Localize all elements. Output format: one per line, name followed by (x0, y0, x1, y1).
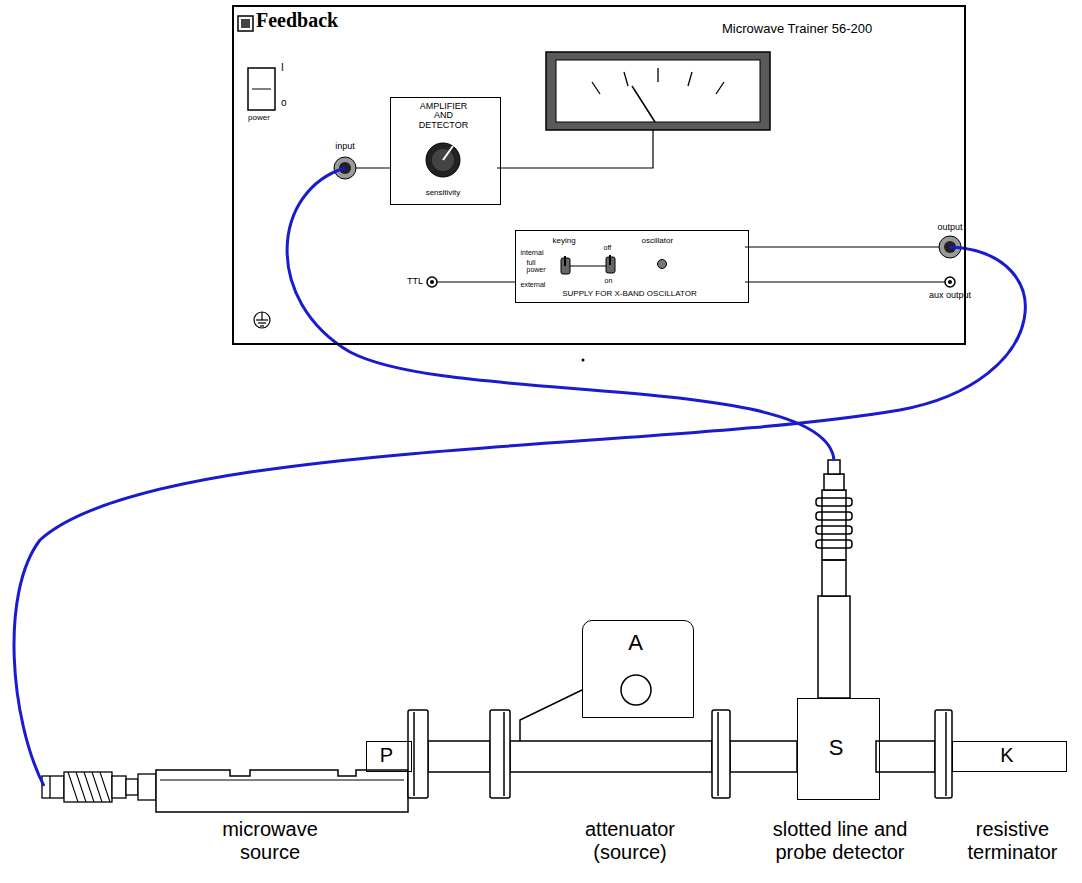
socket-label: input (320, 141, 370, 151)
component-letter: K (952, 744, 1063, 767)
switch-label: internal (521, 249, 544, 257)
ground-symbol (254, 312, 270, 328)
component-letter: P (366, 744, 408, 767)
part-name: microwave source (200, 818, 340, 864)
sensitivity-knob (426, 143, 460, 177)
knob-label: sensitivity (390, 188, 497, 197)
component-letter: A (582, 630, 690, 655)
socket-label: aux output (915, 290, 985, 300)
keying-toggle (561, 256, 570, 274)
brand-logo: Feedback (256, 9, 338, 32)
power-switch (248, 68, 275, 110)
switch-label: external (521, 281, 546, 289)
detector-cable (287, 168, 834, 460)
switch-label: power (248, 113, 270, 122)
logo-icon (238, 16, 253, 31)
part-name: resistive terminator (955, 818, 1070, 864)
oscillator-led (658, 260, 667, 269)
oscillator-toggle (606, 255, 615, 273)
attenuator-box: A (582, 620, 694, 718)
stray-dot (582, 359, 585, 362)
aux-socket (945, 277, 955, 287)
component-letter: S (797, 735, 876, 760)
switch-label: oscillator (642, 236, 674, 245)
flanges (408, 710, 952, 798)
amplifier-heading: AMPLIFIER AND DETECTOR (410, 102, 478, 132)
socket-label: output (925, 222, 975, 232)
socket-label: TTL (393, 276, 423, 286)
attenuator-dial (621, 675, 651, 705)
slotted-line-box: S (797, 698, 880, 800)
switch-label: off (604, 244, 612, 252)
source-connector (42, 772, 156, 802)
switch-label: o (281, 97, 287, 109)
oscillator-cable (14, 247, 1025, 786)
panel-title: Microwave Trainer 56-200 (722, 22, 872, 37)
switch-label: I (281, 62, 284, 74)
attenuator-bracket (520, 690, 582, 741)
part-name: attenuator (source) (560, 818, 700, 864)
front-panel: FeedbackMicrowave Trainer 56-200AMPLIFIE… (232, 5, 966, 345)
ttl-socket (427, 277, 437, 287)
terminator-box: K (952, 741, 1067, 772)
supply-heading: SUPPLY FOR X-BAND OSCILLATOR (515, 289, 745, 298)
switch-label: keying (553, 236, 576, 245)
switch-label: full power (527, 259, 553, 274)
oscillator-supply-box: keying internal full power external off oscil… (515, 230, 749, 303)
switch-label: on (605, 277, 613, 285)
meter (546, 52, 770, 130)
component-box: P (366, 741, 412, 772)
panel-wiring (356, 130, 945, 282)
part-name: slotted line and probe detector (755, 818, 925, 864)
probe (816, 460, 852, 698)
microwave-source-body (156, 770, 408, 812)
amplifier-box: AMPLIFIER AND DETECTOR sensitivity (390, 97, 501, 205)
